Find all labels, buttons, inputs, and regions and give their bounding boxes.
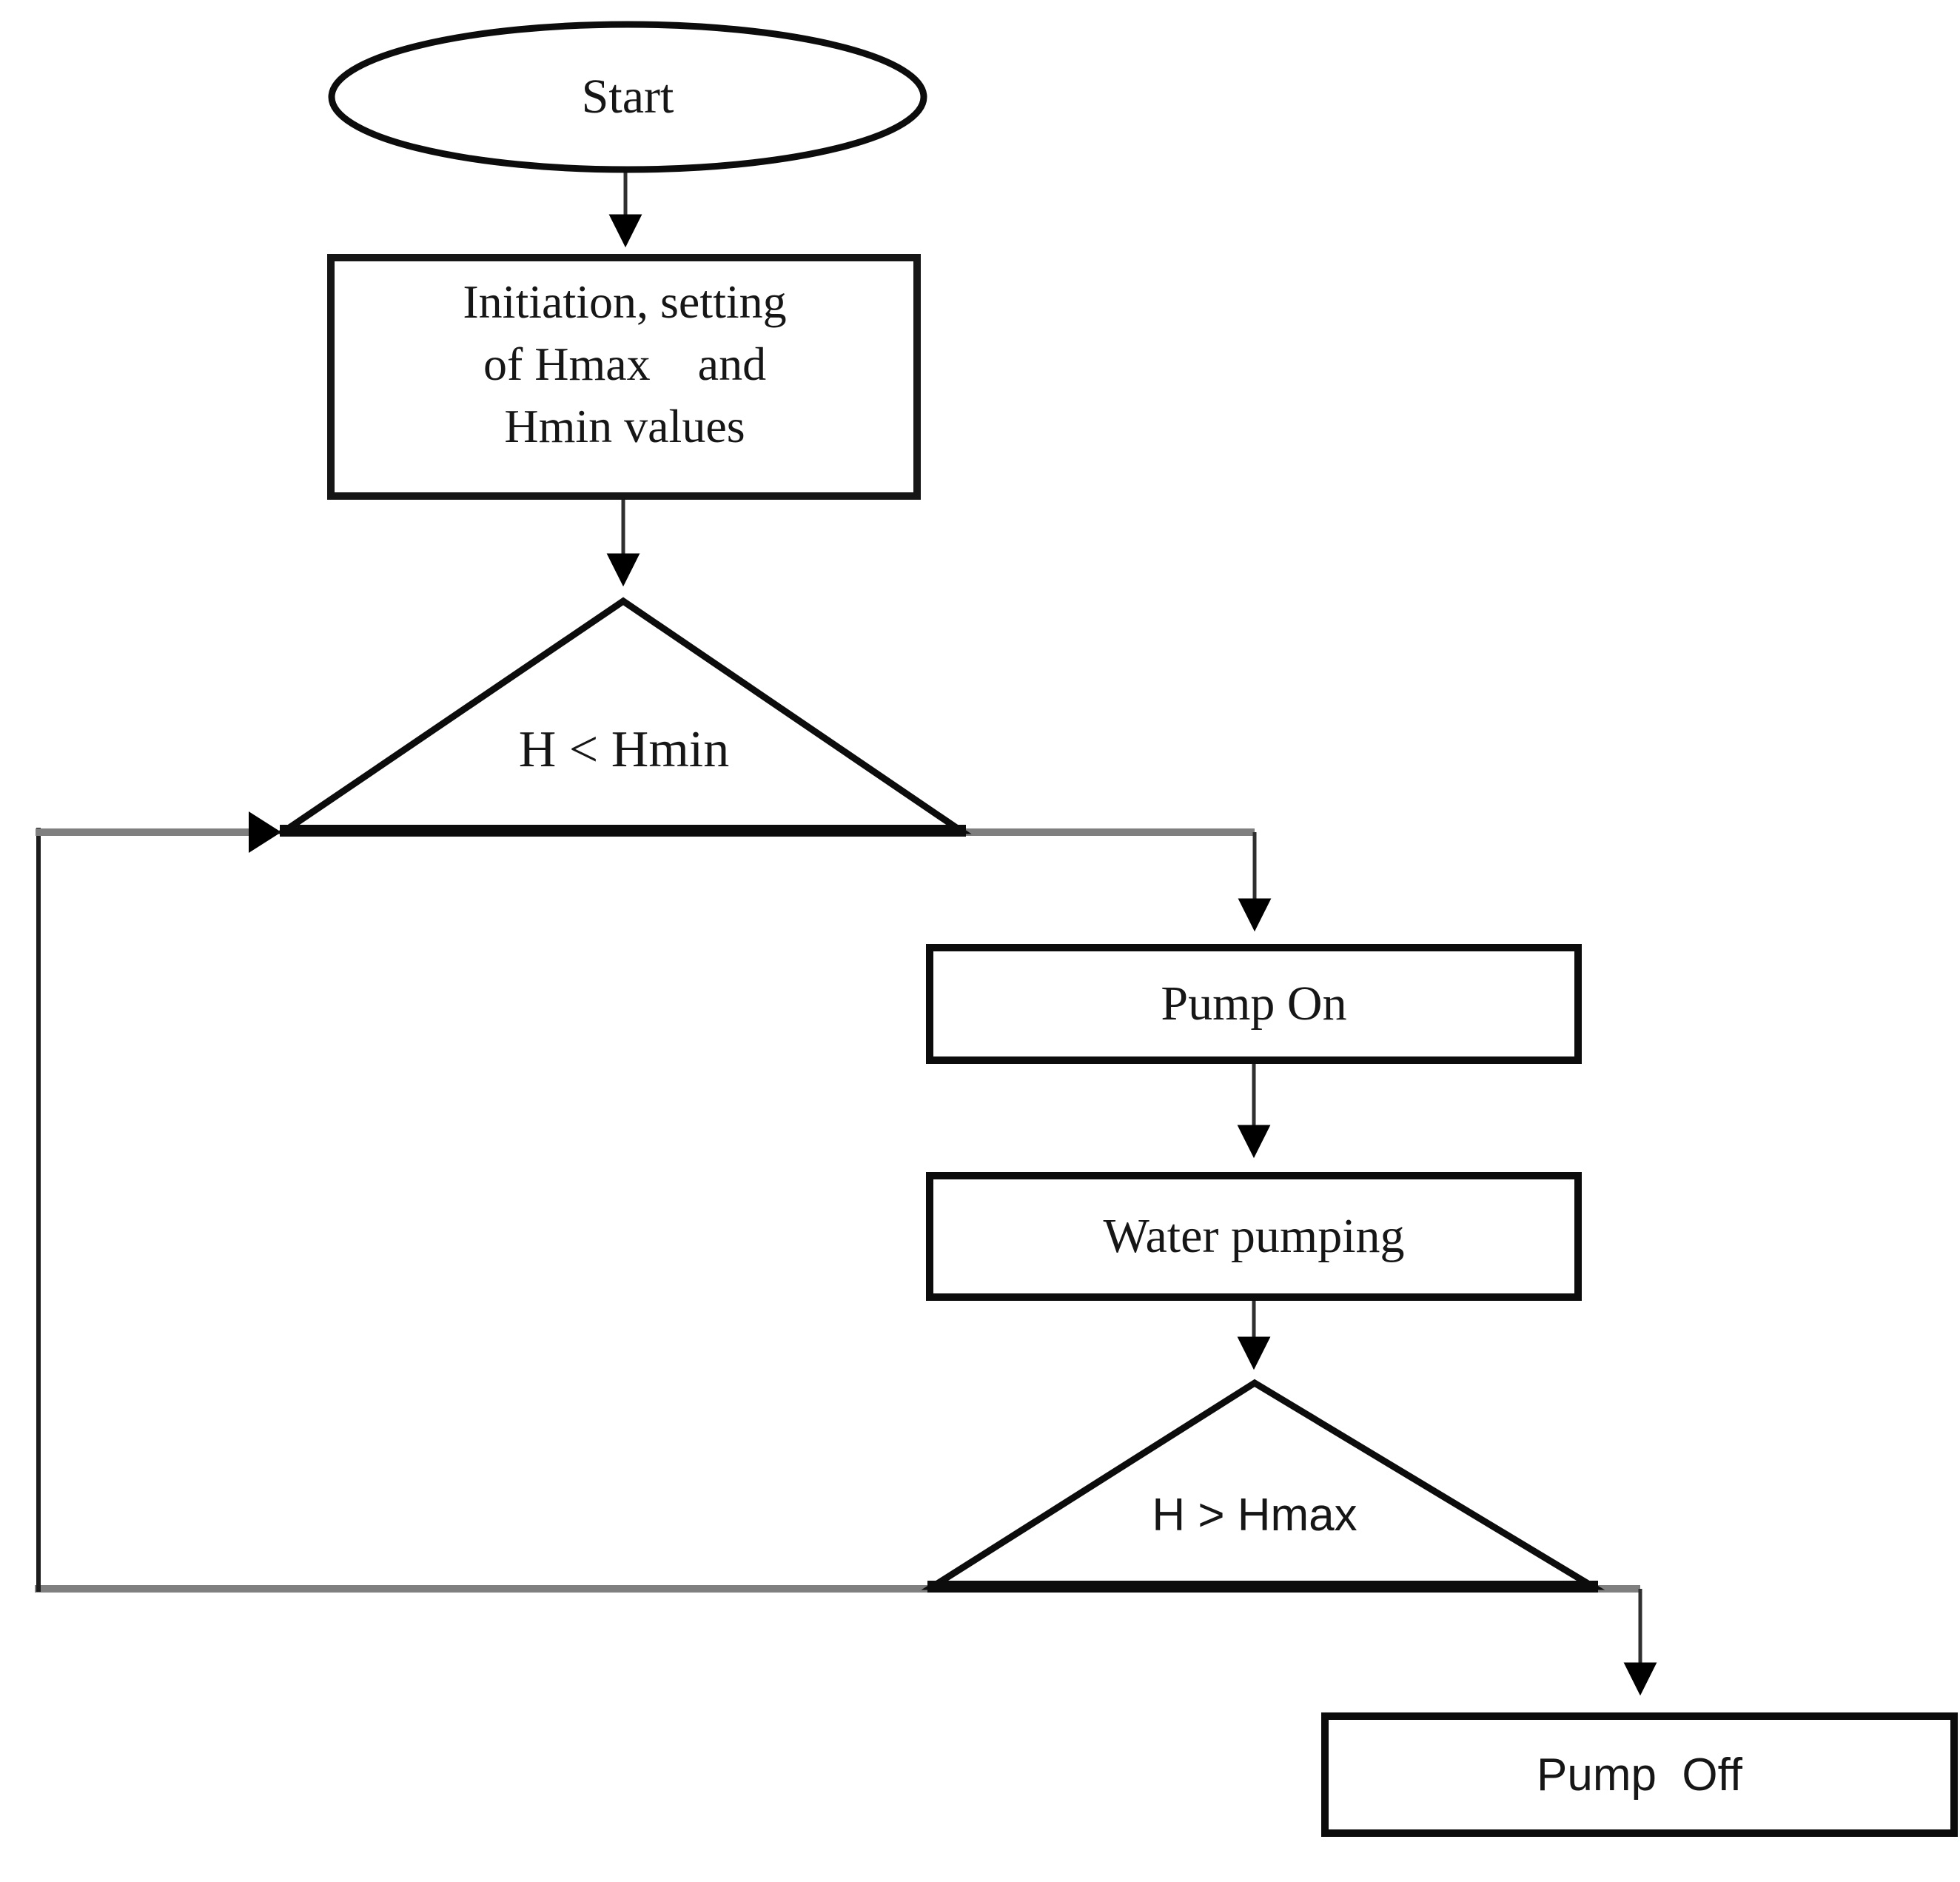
decision-min-triangle [274, 597, 972, 837]
decision-max-triangle [921, 1379, 1605, 1593]
feedback-arrowhead [249, 811, 281, 853]
start-ellipse [328, 21, 927, 173]
pump-on-rect [926, 944, 1582, 1064]
edge-decision-max-pump-off [1593, 1585, 1657, 1696]
init-rect [327, 254, 921, 500]
pump-off-rect [1321, 1712, 1958, 1837]
edge-decision-min-pump-on [961, 828, 1272, 932]
edge-feedback-loop [35, 811, 934, 1593]
water-pumping-rect [926, 1172, 1582, 1301]
